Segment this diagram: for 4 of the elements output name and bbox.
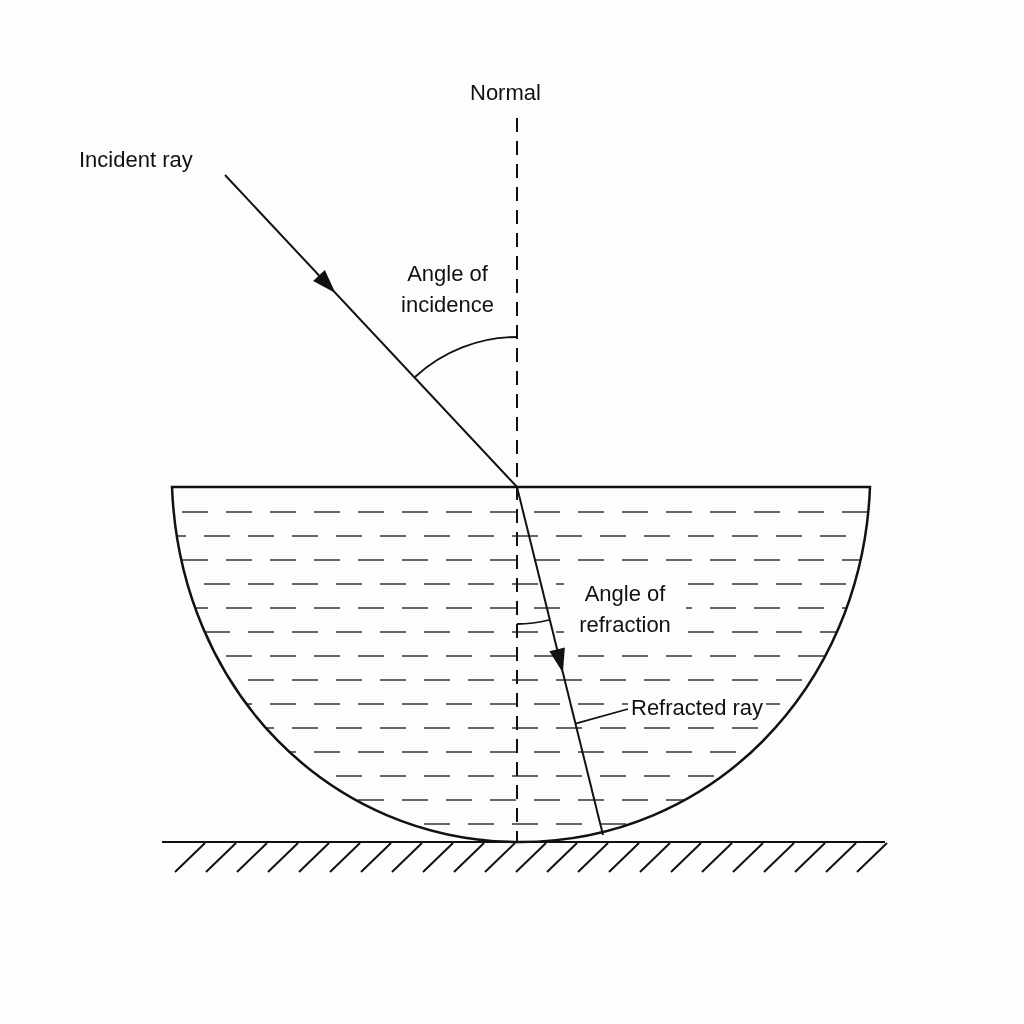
angle-label: Angle of incidence bbox=[400, 260, 495, 319]
ray-label: Incident ray bbox=[79, 146, 193, 174]
normal-label: Normal bbox=[470, 79, 541, 107]
leader-line bbox=[574, 708, 629, 725]
